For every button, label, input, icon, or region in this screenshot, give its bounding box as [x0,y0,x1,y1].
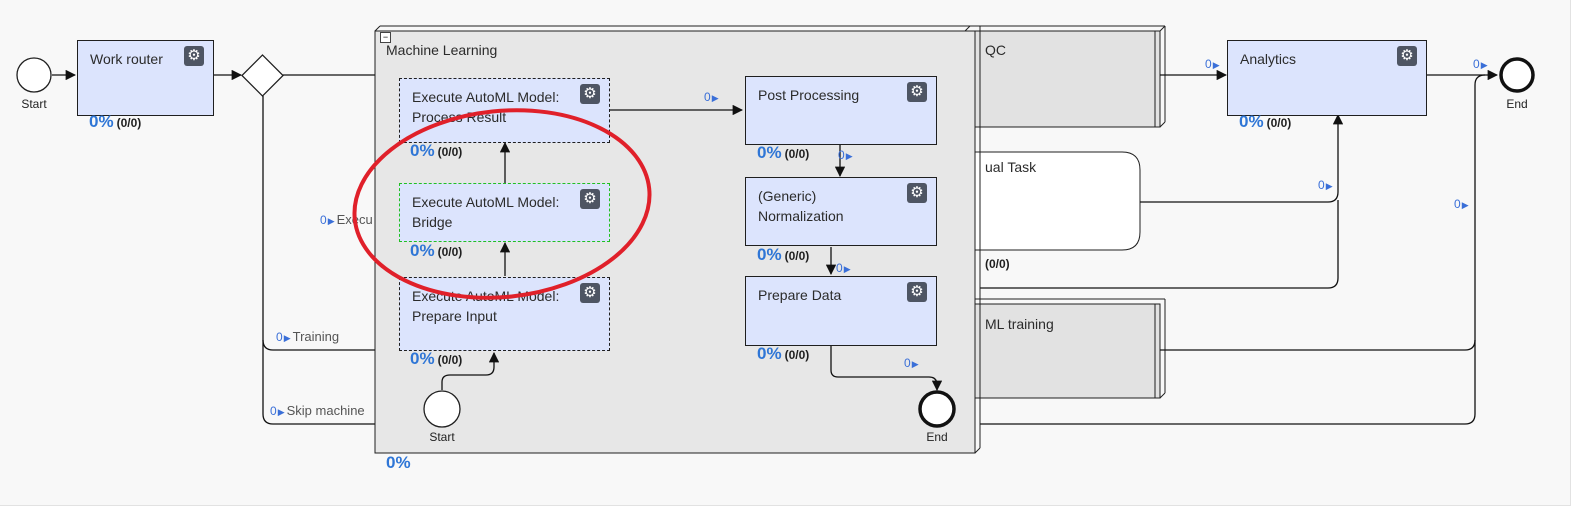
inner-end-event [918,390,956,428]
prepare-input-label: Execute AutoML Model: Prepare Input [412,288,560,324]
play-triangle-icon: ▶ [711,93,719,103]
play-triangle-icon: ▶ [1325,181,1333,191]
play-triangle-icon: ▶ [843,264,851,274]
work-router-label: Work router [90,51,163,67]
flow-label-qc-analytics[interactable]: 0▶ [1205,57,1220,71]
work-router-progress: 0%(0/0) [89,112,142,131]
qc-pool[interactable] [964,25,1166,128]
gear-icon[interactable]: ⚙ [184,46,204,66]
bridge-task[interactable]: Execute AutoML Model: Bridge ⚙ [399,183,610,242]
process-result-task[interactable]: Execute AutoML Model: Process Result ⚙ [399,78,610,143]
gear-icon[interactable]: ⚙ [907,183,927,203]
post-processing-label: Post Processing [758,87,860,103]
analytics-task[interactable]: Analytics ⚙ [1227,40,1427,116]
analytics-progress: 0%(0/0) [1239,112,1292,131]
gear-icon[interactable]: ⚙ [907,282,927,302]
play-triangle-icon: ▶ [845,151,853,161]
work-router-task[interactable]: Work router ⚙ [77,40,214,116]
analytics-label: Analytics [1240,51,1297,67]
outer-end-event [1499,57,1535,93]
bridge-label: Execute AutoML Model: Bridge [412,194,560,230]
process-result-progress: 0%(0/0) [410,141,463,160]
inner-end-label: End [926,430,948,444]
flow-label-execute[interactable]: 0▶Execu [320,212,373,228]
prepare-input-task[interactable]: Execute AutoML Model: Prepare Input ⚙ [399,277,610,351]
flow-label-analytics-end[interactable]: 0▶ [1473,57,1488,71]
play-triangle-icon: ▶ [1480,60,1488,70]
gear-icon[interactable]: ⚙ [907,82,927,102]
play-triangle-icon: ▶ [327,216,335,226]
gear-icon[interactable]: ⚙ [580,189,600,209]
process-result-label: Execute AutoML Model: Process Result [412,89,560,125]
outer-end-label: End [1506,97,1528,111]
play-triangle-icon: ▶ [283,333,291,343]
prepare-input-progress: 0%(0/0) [410,349,463,368]
subprocess-title: Machine Learning [386,42,498,58]
outer-start-label: Start [21,97,47,111]
flow-label-to-prepare-data[interactable]: 0▶ [836,261,851,275]
ml-training-pool[interactable] [964,298,1166,399]
inner-start-label: Start [429,430,455,444]
manual-task-label: ual Task [985,159,1037,175]
qc-label: QC [985,42,1006,58]
ml-training-label: ML training [985,316,1054,332]
flow-label-skip[interactable]: 0▶Skip machine [270,403,365,419]
play-triangle-icon: ▶ [911,359,919,369]
flow-label-right-end[interactable]: 0▶ [1454,197,1469,211]
normalization-progress: 0%(0/0) [757,245,810,264]
prepare-data-progress: 0%(0/0) [757,344,810,363]
outer-connectors [52,69,1499,425]
prepare-data-task[interactable]: Prepare Data ⚙ [745,276,937,346]
post-processing-progress: 0%(0/0) [757,143,810,162]
gear-icon[interactable]: ⚙ [580,283,600,303]
flow-label-to-post-processing[interactable]: 0▶ [704,90,719,104]
flow-label-to-normalization[interactable]: 0▶ [838,148,853,162]
flow-label-to-end[interactable]: 0▶ [904,356,919,370]
inner-start-event [423,390,461,428]
subprocess-progress: 0% [386,453,411,472]
play-triangle-icon: ▶ [1212,60,1220,70]
flow-label-manual-analytics[interactable]: 0▶ [1318,178,1333,192]
play-triangle-icon: ▶ [277,407,285,417]
normalization-label: (Generic) Normalization [758,188,844,224]
post-processing-task[interactable]: Post Processing ⚙ [745,76,937,145]
manual-task-progress: (0/0) [985,257,1010,271]
collapse-toggle[interactable]: − [380,32,391,43]
play-triangle-icon: ▶ [1461,200,1469,210]
gear-icon[interactable]: ⚙ [580,84,600,104]
gear-icon[interactable]: ⚙ [1397,46,1417,66]
flow-label-training[interactable]: 0▶Training [276,329,340,345]
gateway [241,54,284,97]
bridge-progress: 0%(0/0) [410,241,463,260]
outer-start-event [16,57,52,93]
prepare-data-label: Prepare Data [758,287,842,303]
manual-task-box[interactable] [965,151,1141,251]
normalization-task[interactable]: (Generic) Normalization ⚙ [745,177,937,246]
